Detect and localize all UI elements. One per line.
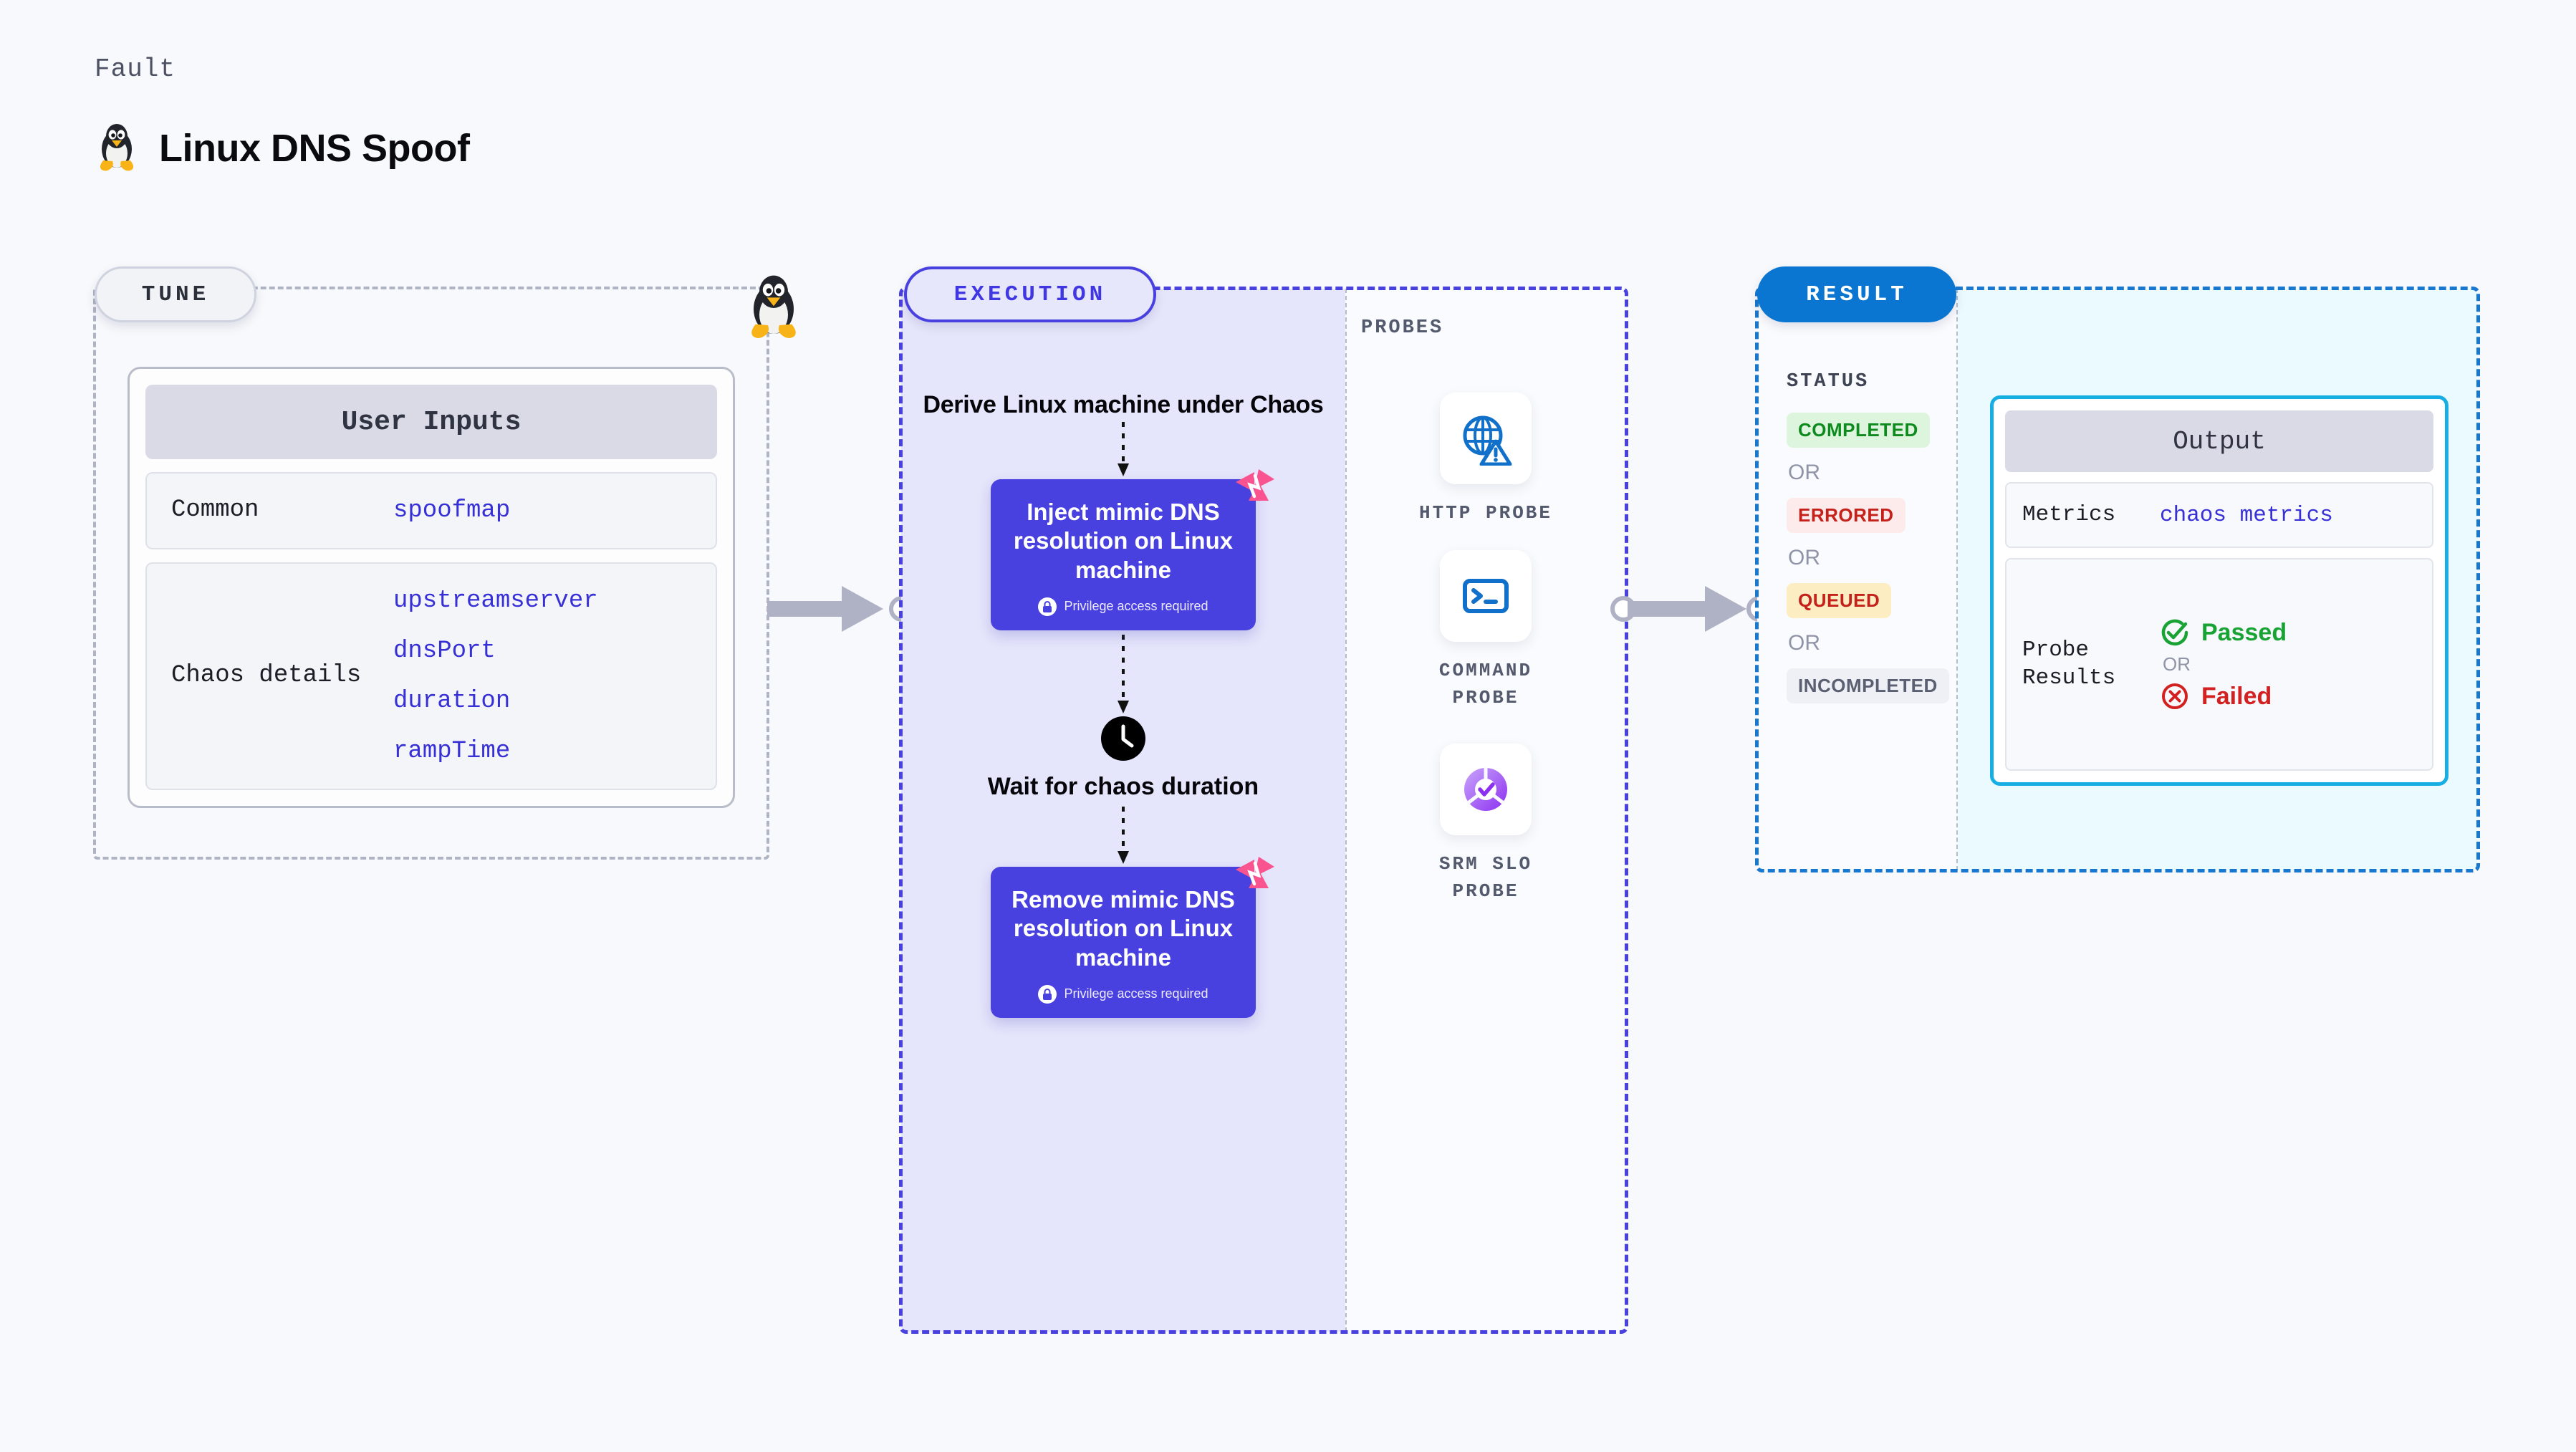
probe-result-passed: Passed — [2160, 617, 2287, 648]
output-card-title: Output — [2005, 410, 2433, 472]
probe-tile — [1440, 393, 1532, 484]
probe-result-or-label: OR — [2163, 653, 2191, 675]
status-badge-errored: ERRORED — [1787, 498, 1905, 533]
status-or-label: OR — [1788, 461, 1820, 484]
flow-arrow-icon — [1118, 634, 1129, 713]
probes-section-label: PROBES — [1361, 317, 1444, 339]
inject-step-card[interactable]: Inject mimic DNS resolution on Linux mac… — [991, 469, 1274, 630]
lock-icon — [1038, 597, 1057, 616]
status-list: COMPLETED OR ERRORED OR QUEUED OR INCOMP… — [1787, 413, 1949, 703]
execution-pill-label[interactable]: EXECUTION — [904, 266, 1156, 322]
probe-http[interactable]: HTTP PROBE — [1400, 393, 1572, 527]
slo-donut-check-icon — [1464, 766, 1507, 811]
input-row-values: upstreamserver dnsPort duration rampTime — [393, 587, 598, 765]
probe-label: SRM SLO PROBE — [1438, 853, 1533, 902]
output-row-metrics: Metrics chaos metrics — [2005, 482, 2433, 548]
status-or-label: OR — [1788, 631, 1820, 655]
status-badge-queued: QUEUED — [1787, 583, 1892, 618]
input-row-chaos-details: Chaos details upstreamserver dnsPort dur… — [145, 562, 717, 790]
page-kicker: Fault — [95, 54, 176, 84]
linux-penguin-icon — [95, 120, 139, 176]
status-badge-incompleted: INCOMPLETED — [1787, 668, 1949, 703]
remove-step-title: Remove mimic DNS resolution on Linux mac… — [1011, 886, 1235, 971]
inject-step-note-text: Privilege access required — [1064, 599, 1208, 614]
input-row-label: Common — [171, 496, 259, 524]
input-row-common: Common spoofmap — [145, 472, 717, 549]
flow-arrow-icon — [1118, 422, 1129, 477]
wait-node: Wait for chaos duration — [901, 716, 1345, 802]
probe-srm-slo[interactable]: SRM SLO PROBE — [1400, 744, 1572, 905]
output-card: Output Metrics chaos metrics Probe Resul… — [1990, 395, 2448, 786]
output-row-probe-results: Probe Results Passed OR Failed — [2005, 558, 2433, 771]
probe-result-failed: Failed — [2160, 681, 2287, 711]
connector-execution-to-result — [1610, 586, 1772, 632]
probe-command[interactable]: COMMAND PROBE — [1400, 550, 1572, 711]
litmus-chaos-icon — [1236, 469, 1274, 501]
wait-node-label: Wait for chaos duration — [987, 772, 1259, 800]
tune-pill-label[interactable]: TUNE — [95, 266, 256, 322]
connector-tune-to-execution — [767, 586, 913, 632]
output-row-label: Metrics — [2022, 501, 2116, 527]
user-inputs-card: User Inputs Common spoofmap Chaos detail… — [128, 367, 735, 808]
terminal-icon — [1463, 579, 1509, 613]
input-value: rampTime — [393, 738, 511, 765]
status-badge-completed: COMPLETED — [1787, 413, 1930, 448]
page-title-row: Linux DNS Spoof — [95, 120, 470, 176]
probe-results-values: Passed OR Failed — [2160, 617, 2287, 711]
tune-panel — [93, 287, 769, 860]
linux-penguin-marker-icon — [739, 271, 808, 340]
input-value: upstreamserver — [393, 587, 598, 615]
probe-tile — [1440, 550, 1532, 642]
probe-label: COMMAND PROBE — [1438, 660, 1533, 708]
output-metrics-value: chaos metrics — [2160, 502, 2333, 528]
status-or-label: OR — [1788, 546, 1820, 569]
lock-icon — [1038, 984, 1057, 1004]
input-value: duration — [393, 688, 511, 715]
flow-arrow-icon — [1118, 807, 1129, 865]
input-value: spoofmap — [393, 497, 511, 524]
probe-label: HTTP PROBE — [1418, 502, 1553, 524]
status-fill — [1757, 289, 1958, 870]
remove-step-note: Privilege access required — [1005, 984, 1241, 1004]
result-panel — [1755, 287, 2480, 872]
remove-step-note-text: Privilege access required — [1064, 986, 1208, 1001]
status-section-label: STATUS — [1787, 371, 1870, 393]
clock-icon — [1101, 716, 1145, 761]
input-row-label: Chaos details — [171, 662, 362, 690]
x-circle-icon — [2162, 683, 2188, 709]
execution-flow: Derive Linux machine under Chaos Inject … — [901, 289, 1345, 1018]
inject-step-note: Privilege access required — [1005, 597, 1241, 616]
probe-result-failed-text: Failed — [2201, 682, 2272, 710]
execution-panel — [899, 287, 1628, 1334]
derive-step-title: Derive Linux machine under Chaos — [923, 391, 1324, 418]
check-circle-icon — [2161, 619, 2188, 646]
inject-step-title: Inject mimic DNS resolution on Linux mac… — [1013, 499, 1234, 583]
probe-tile — [1440, 744, 1532, 835]
probe-result-passed-text: Passed — [2201, 618, 2287, 646]
globe-warning-icon — [1463, 415, 1512, 466]
remove-step-card[interactable]: Remove mimic DNS resolution on Linux mac… — [991, 857, 1274, 1018]
output-row-label: Probe Results — [2022, 637, 2116, 691]
litmus-chaos-icon — [1236, 857, 1274, 889]
input-row-values: spoofmap — [393, 497, 510, 524]
user-inputs-title: User Inputs — [145, 385, 717, 459]
page-title: Linux DNS Spoof — [159, 126, 470, 170]
result-pill-label[interactable]: RESULT — [1757, 266, 1956, 322]
input-value: dnsPort — [393, 638, 496, 665]
